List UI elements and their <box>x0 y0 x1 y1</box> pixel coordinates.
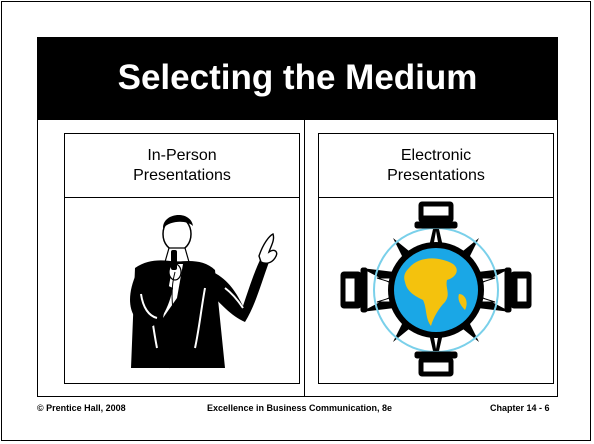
panel-electronic: Electronic Presentations <box>318 133 554 384</box>
speaker-with-microphone-icon <box>65 198 299 384</box>
divider <box>304 120 305 396</box>
panel-electronic-header: Electronic Presentations <box>319 134 553 198</box>
content-frame: In-Person Presentations <box>37 119 558 397</box>
footer-copyright: © Prentice Hall, 2008 <box>37 403 126 413</box>
panel-in-person-line1: In-Person <box>147 146 217 164</box>
panel-in-person-header: In-Person Presentations <box>65 134 299 198</box>
networked-globe-icon <box>319 198 553 384</box>
footer-book-title: Excellence in Business Communication, 8e <box>207 403 393 413</box>
panel-electronic-line1: Electronic <box>400 146 472 164</box>
panel-in-person: In-Person Presentations <box>64 133 300 384</box>
panel-in-person-line2: Presentations <box>133 166 231 184</box>
footer-chapter: Chapter 14 - 6 <box>490 403 550 413</box>
slide-title: Selecting the Medium <box>37 37 558 119</box>
panel-electronic-line2: Presentations <box>387 166 485 184</box>
